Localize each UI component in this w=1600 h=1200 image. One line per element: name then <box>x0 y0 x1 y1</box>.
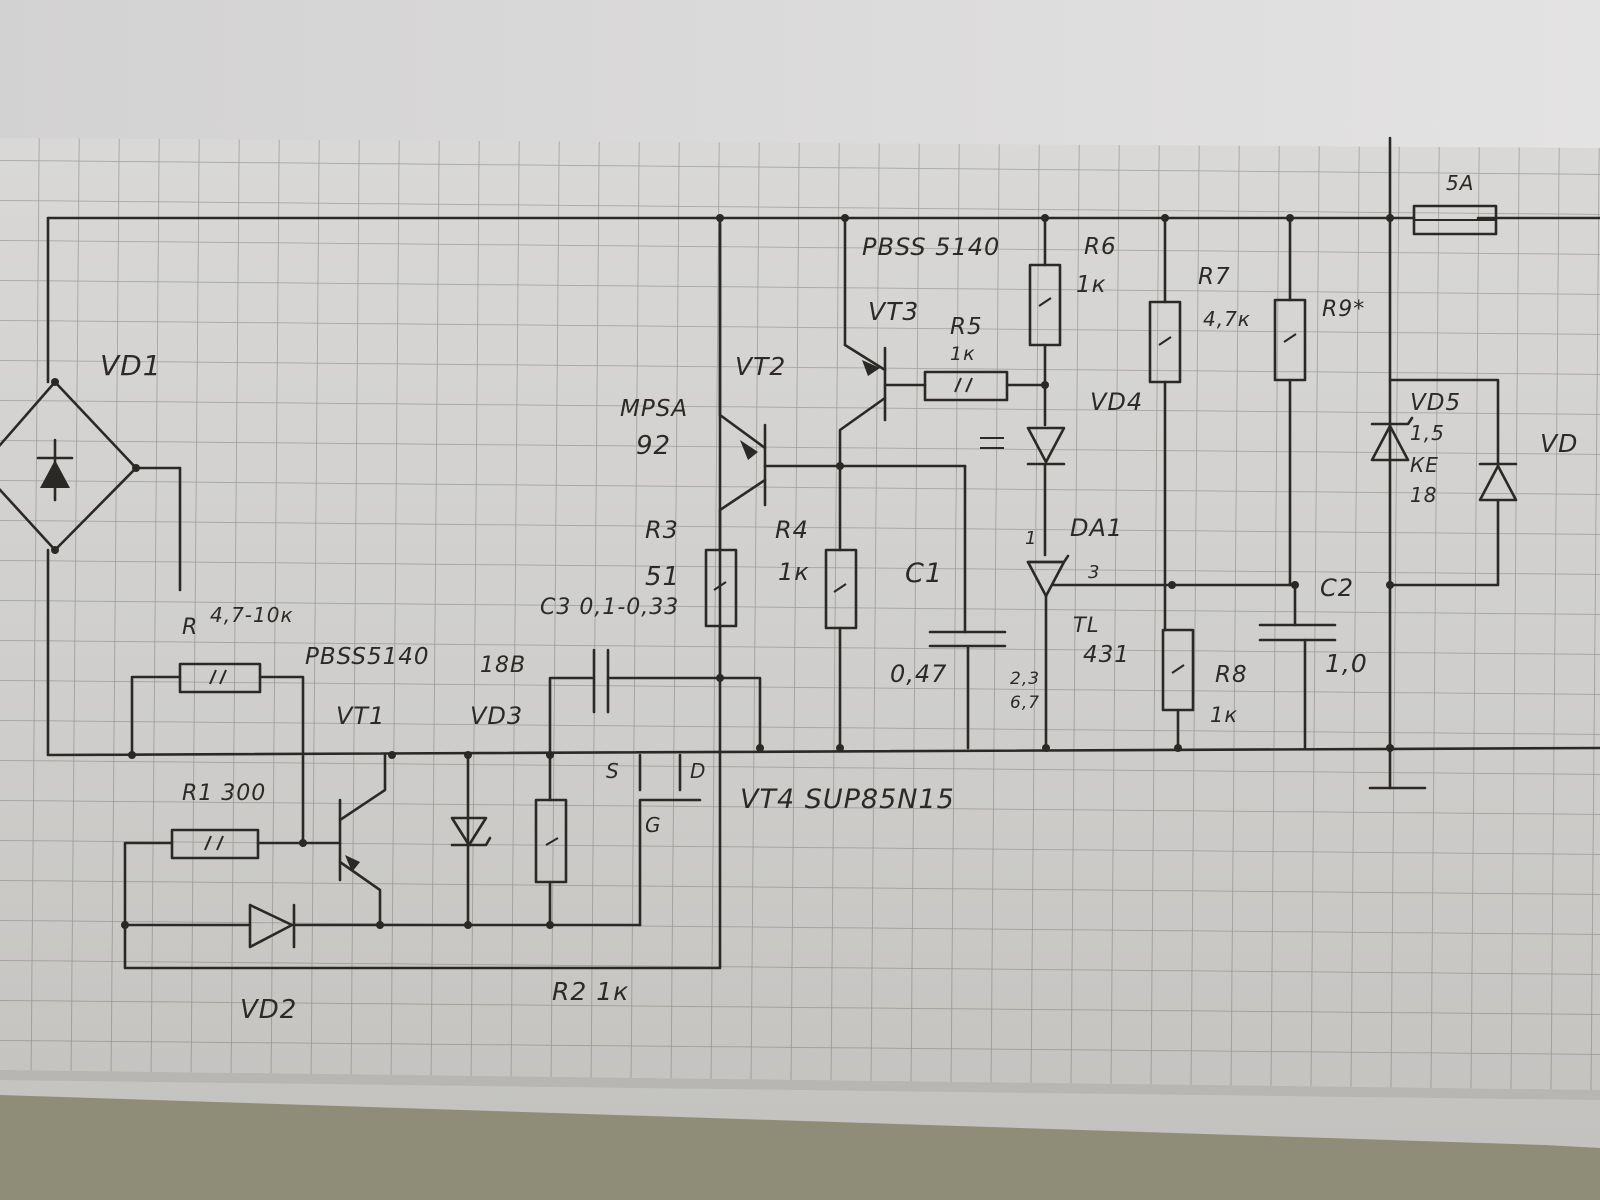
resistor-r3 <box>704 548 738 680</box>
label-r: R <box>182 615 198 640</box>
label-vd3-volt: 18В <box>480 653 526 678</box>
label-layer: VD1 R 4,7-10к PBSS5140 VT1 R1 300 VD2 R2… <box>100 171 1578 1025</box>
capacitor-c1 <box>928 464 1007 750</box>
label-pin2: 2,3 <box>1010 669 1040 689</box>
label-r8-value: 1к <box>1210 703 1238 727</box>
label-vt3-type: PBSS 5140 <box>862 233 1000 261</box>
label-mpsa-num: 92 <box>636 431 671 461</box>
label-r-value: 4,7-10к <box>210 603 294 627</box>
label-r3: R3 <box>645 516 679 544</box>
label-c2: C2 <box>1320 574 1354 602</box>
label-vd5: VD5 <box>1410 390 1461 416</box>
label-c1: C1 <box>905 558 943 589</box>
resistor-r5 <box>923 370 1049 402</box>
resistor-r8 <box>1161 628 1195 752</box>
mosfet-vt4 <box>638 674 764 927</box>
transistor-vt2 <box>716 214 967 552</box>
label-fuse: 5А <box>1446 171 1474 195</box>
label-r7: R7 <box>1198 264 1231 290</box>
label-r8: R8 <box>1215 662 1248 688</box>
label-r6-value: 1к <box>1076 272 1107 298</box>
label-r9: R9* <box>1322 297 1365 322</box>
led-vd4 <box>980 426 1066 557</box>
label-pin1: 1 <box>1025 528 1037 549</box>
resistor-r7 <box>1148 214 1182 632</box>
label-vt1: VT1 <box>336 702 385 730</box>
bridge-rectifier-vd1 <box>0 378 182 592</box>
resistor-r9 <box>1273 214 1307 589</box>
label-vd1: VD1 <box>100 349 162 382</box>
diode-vd-right <box>1478 462 1518 502</box>
resistor-r6 <box>1028 214 1062 427</box>
label-c1-value: 0,47 <box>890 660 947 688</box>
label-tl: TL <box>1073 613 1100 637</box>
zener-vd5 <box>1368 136 1500 790</box>
label-vd5-value1: 1,5 <box>1410 421 1445 445</box>
transistor-vt1 <box>299 751 396 927</box>
label-vt1-type: PBSS5140 <box>305 644 430 670</box>
label-r1: R1 300 <box>182 781 266 806</box>
label-vt4: VT4 SUP85N15 <box>740 784 955 815</box>
wire-top-rail <box>46 216 1600 384</box>
label-vd2: VD2 <box>240 995 297 1025</box>
label-r5-value: 1к <box>950 343 976 365</box>
resistor-r4 <box>824 464 858 752</box>
label-gate-s: S <box>606 759 620 783</box>
label-da1: DA1 <box>1070 514 1123 542</box>
label-pin3: 3 <box>1088 562 1100 583</box>
capacitor-c3 <box>548 648 722 757</box>
resistor-r <box>128 662 305 845</box>
label-vd5-value2: КЕ <box>1410 453 1439 477</box>
label-c3: C3 0,1-0,33 <box>540 595 679 620</box>
label-r5: R5 <box>950 314 983 340</box>
upper-sheet <box>0 0 1600 150</box>
label-r6: R6 <box>1084 234 1117 260</box>
transistor-vt3 <box>838 214 927 468</box>
label-vt2: VT2 <box>735 352 786 381</box>
label-tl-num: 431 <box>1083 642 1130 668</box>
grid-lines <box>0 138 1600 1090</box>
label-pin67: 6,7 <box>1010 693 1040 713</box>
label-gate-g: G <box>645 813 662 837</box>
shunt-regulator-da1 <box>1026 554 1297 752</box>
label-c2-value: 1,0 <box>1325 649 1368 678</box>
resistor-r1 <box>123 828 305 927</box>
capacitor-c2 <box>1258 583 1337 750</box>
label-r3-value: 51 <box>645 562 680 592</box>
label-vd-right: VD <box>1540 429 1578 458</box>
label-vd4: VD4 <box>1090 388 1143 416</box>
label-r7-value: 4,7к <box>1203 307 1251 331</box>
label-vd5-value3: 18 <box>1410 483 1437 507</box>
resistor-r2 <box>534 751 568 927</box>
label-r4-value: 1к <box>778 558 810 586</box>
wire-bottom-rail <box>46 548 1600 757</box>
fuse <box>1412 204 1498 236</box>
label-vd3: VD3 <box>470 702 523 730</box>
label-r2: R2 1к <box>552 977 629 1006</box>
page-edge <box>0 1070 1600 1100</box>
label-r4: R4 <box>775 516 809 544</box>
label-vt3: VT3 <box>868 297 919 326</box>
label-mpsa: MPSA <box>620 396 688 422</box>
zener-vd3 <box>450 751 492 927</box>
label-gate-d: D <box>690 759 706 783</box>
